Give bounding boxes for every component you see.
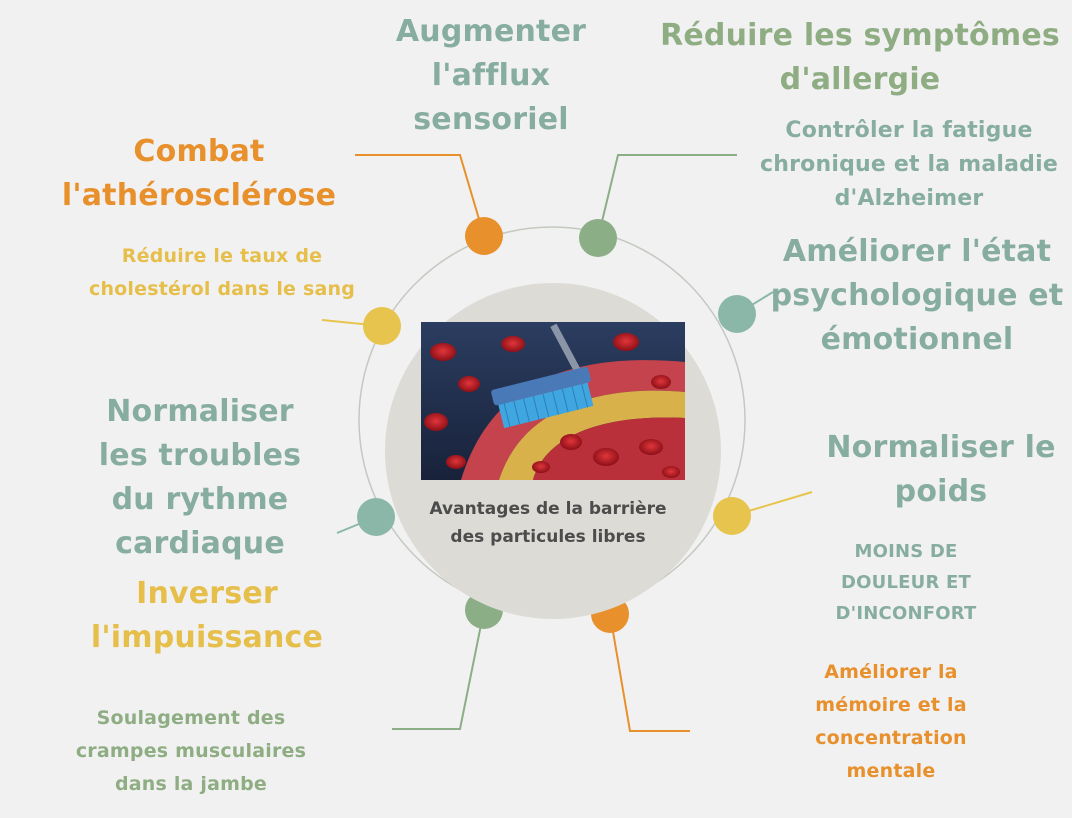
dot-fatigue [579, 219, 617, 257]
label-douleur: MOINS DE DOULEUR ET D'INCONFORT [835, 541, 977, 624]
label-impuissance: Inverser l'impuissance [90, 576, 324, 655]
connector-memoire [609, 613, 690, 732]
dot-rythme [357, 498, 395, 536]
dot-cholesterol [363, 307, 401, 345]
connector-crampes [392, 609, 485, 730]
label-poids: Normaliser le poids [826, 430, 1056, 509]
label-crampes: Soulagement des crampes musculaires dans… [75, 707, 307, 795]
label-allergie: Réduire les symptômes d'allergie [660, 18, 1060, 97]
dot-psychologique [718, 295, 756, 333]
dot-poids [713, 497, 751, 535]
label-psychologique: Améliorer l'état psychologique et émotio… [770, 234, 1064, 357]
label-fatigue: Contrôler la fatigue chronique et la mal… [760, 118, 1058, 211]
connector-fatigue [597, 154, 737, 239]
dot-atherosclerose [465, 217, 503, 255]
label-cholesterol: Réduire le taux de cholestérol dans le s… [88, 245, 355, 300]
label-afflux: Augmenter l'afflux sensoriel [395, 14, 587, 137]
connector-atherosclerose [355, 154, 485, 237]
label-rythme: Normaliser les troubles du rythme cardia… [98, 394, 302, 561]
label-atherosclerose: Combat l'athérosclérose [61, 134, 337, 213]
label-memoire: Améliorer la mémoire et la concentration… [815, 661, 967, 782]
center-caption: Avantages de la barrière des particules … [429, 499, 667, 547]
vessel-brush-image [421, 322, 685, 480]
